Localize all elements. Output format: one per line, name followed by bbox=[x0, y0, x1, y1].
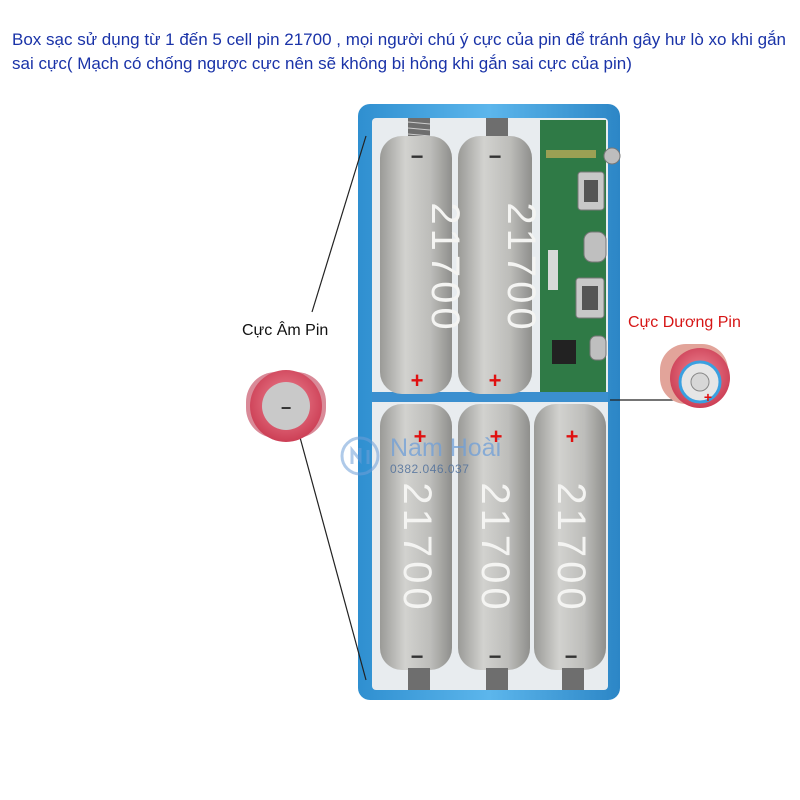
cell-minus-sign: − bbox=[489, 644, 502, 669]
cell-plus-sign: + bbox=[490, 424, 503, 449]
battery-cell-bottom-1 bbox=[380, 404, 452, 690]
coil-spring-icon bbox=[407, 118, 431, 138]
cell-model-label: 21700 bbox=[549, 482, 593, 613]
battery-cell-bottom-3 bbox=[534, 404, 606, 690]
nam-hoai-logo-icon bbox=[340, 436, 380, 476]
positive-terminal-label: Cực Dương Pin bbox=[628, 314, 741, 331]
usb-port-icon bbox=[577, 171, 605, 211]
battery-cell-top-2 bbox=[458, 118, 532, 394]
cell-model-label: 21700 bbox=[499, 202, 543, 333]
cell-model-label: 21700 bbox=[473, 482, 517, 613]
cell-plus-sign: + bbox=[489, 368, 502, 393]
positive-terminal-closeup: + bbox=[660, 344, 730, 408]
closeup-plus-sign: + bbox=[704, 389, 712, 405]
negative-terminal-closeup: − bbox=[246, 370, 326, 442]
battery-cell-top-1 bbox=[380, 118, 452, 394]
leader-line-negative-top bbox=[311, 135, 367, 313]
watermark-phone: 0382.046.037 bbox=[390, 462, 470, 476]
cell-plus-sign: + bbox=[414, 424, 427, 449]
closeup-minus-sign: − bbox=[281, 398, 292, 418]
cell-minus-sign: − bbox=[489, 144, 502, 169]
watermark-brand: Nam Hoài bbox=[390, 434, 502, 462]
caption-text: Box sạc sử dụng từ 1 đến 5 cell pin 2170… bbox=[12, 30, 786, 73]
leader-line-negative-bottom bbox=[297, 429, 367, 681]
charging-pcb bbox=[540, 120, 621, 392]
cell-minus-sign: − bbox=[411, 644, 424, 669]
cell-model-label: 21700 bbox=[423, 202, 467, 333]
cell-model-label: 21700 bbox=[395, 482, 439, 613]
negative-terminal-label: Cực Âm Pin bbox=[242, 322, 329, 339]
cell-minus-sign: − bbox=[565, 644, 578, 669]
cell-minus-sign: − bbox=[411, 144, 424, 169]
watermark: Nam Hoài 0382.046.037 bbox=[340, 434, 580, 484]
cell-plus-sign: + bbox=[566, 424, 579, 449]
cell-plus-sign: + bbox=[411, 368, 424, 393]
battery-cell-bottom-2 bbox=[458, 404, 530, 690]
